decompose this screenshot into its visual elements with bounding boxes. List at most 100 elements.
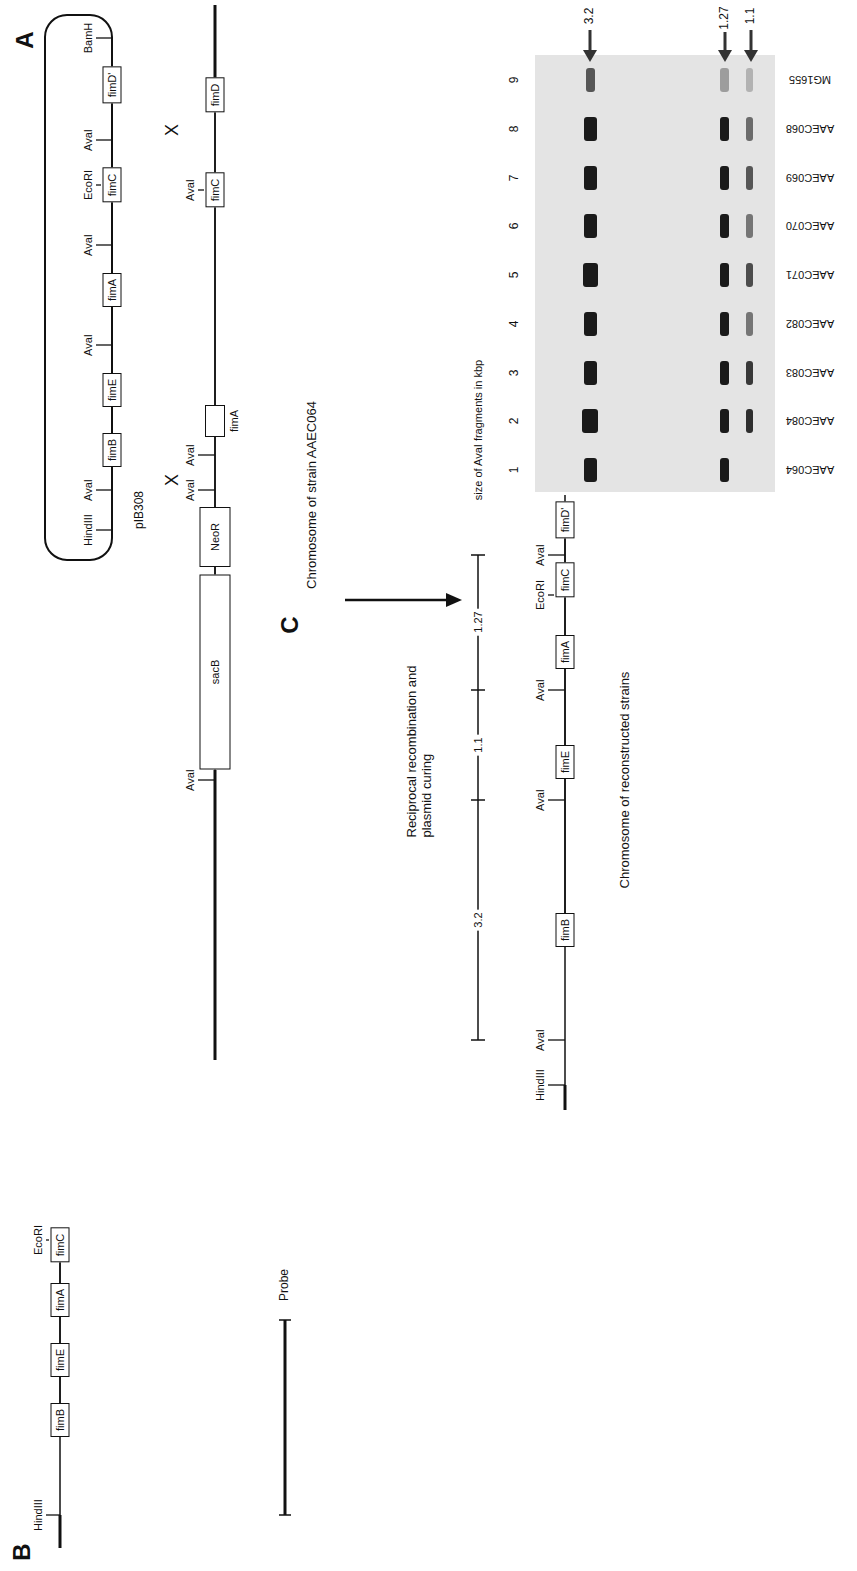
gene-name: fimB <box>559 919 571 941</box>
arrow-head <box>718 50 732 62</box>
scale-tick <box>471 554 485 556</box>
restriction-site: AvaI <box>184 179 197 201</box>
lane-number: 6 <box>508 223 522 230</box>
gene-name: fimE <box>54 1349 66 1371</box>
size-arrow <box>724 32 727 52</box>
site-ticks <box>46 38 565 1515</box>
site-tick <box>96 37 112 38</box>
map-segment <box>214 567 216 575</box>
gene-box: fimB <box>51 1403 70 1437</box>
map-segment <box>59 1377 61 1403</box>
site-tick <box>548 554 565 555</box>
band <box>746 117 753 141</box>
gene-box: fimC <box>103 168 122 203</box>
restriction-site: AvaI <box>534 679 547 701</box>
lane-number: 7 <box>508 175 522 182</box>
strain-name: AAEC082 <box>786 318 834 331</box>
map-segment <box>564 669 566 745</box>
map-segment <box>564 779 566 913</box>
restriction-site: AvaI <box>82 479 95 501</box>
restriction-site: AvaI <box>184 479 197 501</box>
lane-number: 1 <box>508 467 522 474</box>
band <box>746 68 753 92</box>
panel-letter: A <box>11 31 39 48</box>
restriction-site: AvaI <box>184 444 197 466</box>
arrow-head <box>744 50 758 62</box>
size-marker: 3.2 <box>583 8 597 25</box>
band <box>720 68 729 92</box>
gene-box: fimE <box>103 373 122 407</box>
site-tick <box>96 139 112 140</box>
site-tick <box>96 244 112 245</box>
restriction-site: AvaI <box>534 1029 547 1051</box>
gene-name: fimA <box>559 641 571 663</box>
size-marker: 1.1 <box>744 8 758 25</box>
scale-caption: size of AvaI fragments in kbp <box>472 360 485 500</box>
site-tick <box>548 689 565 690</box>
crossover-mark: X <box>162 474 183 486</box>
gene-box: fimC <box>556 563 575 598</box>
gene-box: fimA <box>556 635 575 669</box>
band <box>746 312 753 336</box>
site-tick <box>198 454 215 455</box>
site-tick <box>548 1039 565 1040</box>
band <box>720 117 729 141</box>
site-tick <box>198 779 215 780</box>
gel-bands <box>582 68 753 482</box>
site-tick <box>46 1239 49 1240</box>
restriction-site: AvaI <box>184 769 197 791</box>
map-segment <box>111 202 113 273</box>
probe-cap <box>279 1319 291 1321</box>
band <box>720 361 729 385</box>
gene-name: fimC <box>106 174 118 197</box>
gene-name: fimD <box>209 84 221 107</box>
restriction-site: HindIII <box>32 1499 45 1531</box>
scale-ticks <box>471 555 485 1040</box>
map-caption: Chromosome of strain AAEC064 <box>305 401 320 589</box>
probe-cap <box>279 1514 291 1516</box>
map-segment <box>111 103 113 167</box>
band <box>746 361 753 385</box>
band <box>746 166 753 190</box>
strain-name: MG1655 <box>789 74 831 87</box>
arrow-head <box>583 50 597 62</box>
chromosome-line <box>564 1085 567 1110</box>
band <box>584 214 597 238</box>
fragment-size: 1.1 <box>472 734 485 755</box>
gene-name: fimE <box>559 751 571 773</box>
gene-box: fimA <box>205 405 225 437</box>
site-tick <box>96 184 101 185</box>
map-segment <box>214 207 216 405</box>
strain-name: AAEC069 <box>786 172 834 185</box>
site-tick <box>548 594 554 595</box>
site-tick <box>548 1084 565 1085</box>
band <box>720 458 729 482</box>
chromosome-line <box>214 770 217 1060</box>
restriction-site: AvaI <box>534 789 547 811</box>
map-segment <box>214 437 216 507</box>
band <box>584 361 597 385</box>
map-caption: Chromosome of reconstructed strains <box>618 672 633 889</box>
size-arrow <box>589 30 592 52</box>
restriction-site: EcoRI <box>82 170 95 200</box>
fragment-size: 3.2 <box>472 909 485 930</box>
strain-name: AAEC071 <box>786 269 834 282</box>
probe-bar <box>284 1320 287 1515</box>
site-tick <box>198 489 215 490</box>
map-line <box>59 1515 62 1548</box>
gene-box: fimA <box>51 1283 70 1317</box>
gene-box: fimA <box>103 273 122 307</box>
size-arrow <box>750 30 753 52</box>
map-segment <box>214 112 216 172</box>
probe-label: Probe <box>278 1269 292 1301</box>
strain-name: AAEC084 <box>786 415 834 428</box>
band <box>720 166 729 190</box>
gene-name: fimA <box>228 410 241 432</box>
gene-box: fimD' <box>103 67 122 104</box>
restriction-site: BamH <box>82 23 95 54</box>
restriction-site: AvaI <box>82 234 95 256</box>
restriction-site: EcoRI <box>32 1225 45 1255</box>
site-tick <box>46 1514 60 1515</box>
size-marker: 1.27 <box>718 6 732 29</box>
